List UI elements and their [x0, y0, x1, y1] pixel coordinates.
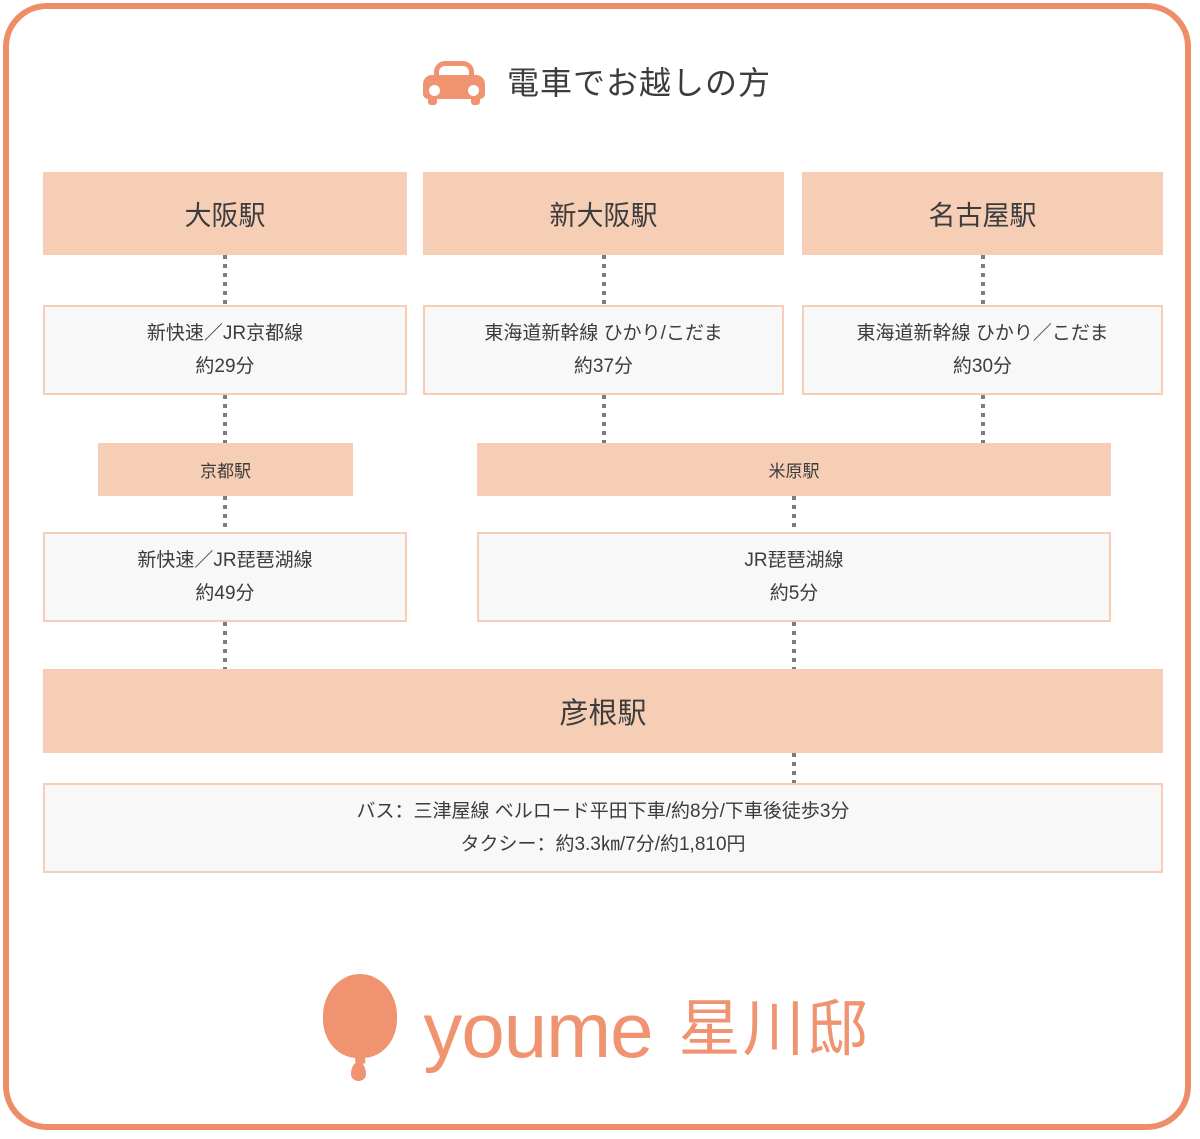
- station-node-osaka: 大阪駅: [43, 172, 407, 255]
- car-icon: [422, 61, 485, 105]
- connector-shin-osaka-leg1: [602, 255, 606, 305]
- connector-kyoto-leg2: [223, 496, 227, 532]
- route-diagram: 大阪駅 新大阪駅 名古屋駅 新快速／JR京都線 約29分 東海道新幹線 ひかり/…: [9, 9, 1197, 1136]
- balloon-icon: [323, 974, 398, 1086]
- leg-line: 東海道新幹線 ひかり/こだま: [484, 322, 723, 344]
- leg-line: JR琵琶湖線: [744, 549, 844, 571]
- station-node-kyoto: 京都駅: [98, 443, 353, 496]
- leg-duration: 約49分: [195, 583, 255, 604]
- leg-box-shin-osaka-maibara: 東海道新幹線 ひかり/こだま 約37分: [423, 305, 784, 395]
- leg-line: 新快速／JR京都線: [146, 322, 304, 344]
- leg-box-nagoya-maibara: 東海道新幹線 ひかり／こだま 約30分: [802, 305, 1163, 395]
- last-mile-bus: バス：三津屋線 ベルロード平田下車/約8分/下車後徒歩3分: [356, 800, 850, 822]
- station-node-hikone: 彦根駅: [43, 669, 1163, 753]
- brand-wordmark: youme: [423, 986, 653, 1074]
- last-mile-box: バス：三津屋線 ベルロード平田下車/約8分/下車後徒歩3分 タクシー：約3.3㎞…: [43, 783, 1163, 873]
- leg-line: 東海道新幹線 ひかり／こだま: [856, 322, 1109, 344]
- brand-name: 星川邸: [678, 995, 871, 1064]
- leg-duration: 約37分: [573, 356, 634, 377]
- connector-osaka-leg1: [223, 255, 227, 305]
- connector-leg2-hikone-right: [792, 622, 796, 669]
- page-card: 電車でお越しの方 大阪駅 新大阪駅 名古屋駅 新快速／JR京都線 約29分 東海…: [3, 3, 1191, 1130]
- connector-nagoya-leg1: [981, 255, 985, 305]
- leg-duration: 約29分: [195, 356, 255, 377]
- connector-leg1-kyoto: [223, 395, 227, 443]
- connector-hikone-lastmile: [792, 753, 796, 783]
- connector-leg1-maibara-center: [602, 395, 606, 443]
- station-node-nagoya: 名古屋駅: [802, 172, 1163, 255]
- last-mile-taxi: タクシー：約3.3㎞/7分/約1,810円: [460, 834, 746, 855]
- connector-leg2-hikone-left: [223, 622, 227, 669]
- page-header: 電車でお越しの方: [9, 61, 1185, 105]
- connector-leg1-maibara-right: [981, 395, 985, 443]
- leg-duration: 約5分: [769, 583, 819, 604]
- brand-logo: youme 星川邸: [9, 974, 1185, 1086]
- leg-line: 新快速／JR琵琶湖線: [137, 549, 313, 571]
- leg-box-osaka-kyoto: 新快速／JR京都線 約29分: [43, 305, 407, 395]
- leg-box-kyoto-hikone: 新快速／JR琵琶湖線 約49分: [43, 532, 407, 622]
- page-title: 電車でお越しの方: [506, 65, 771, 101]
- leg-box-maibara-hikone: JR琵琶湖線 約5分: [477, 532, 1111, 622]
- station-node-shin-osaka: 新大阪駅: [423, 172, 784, 255]
- station-node-maibara: 米原駅: [477, 443, 1111, 496]
- leg-duration: 約30分: [952, 356, 1013, 377]
- connector-maibara-leg2: [792, 496, 796, 532]
